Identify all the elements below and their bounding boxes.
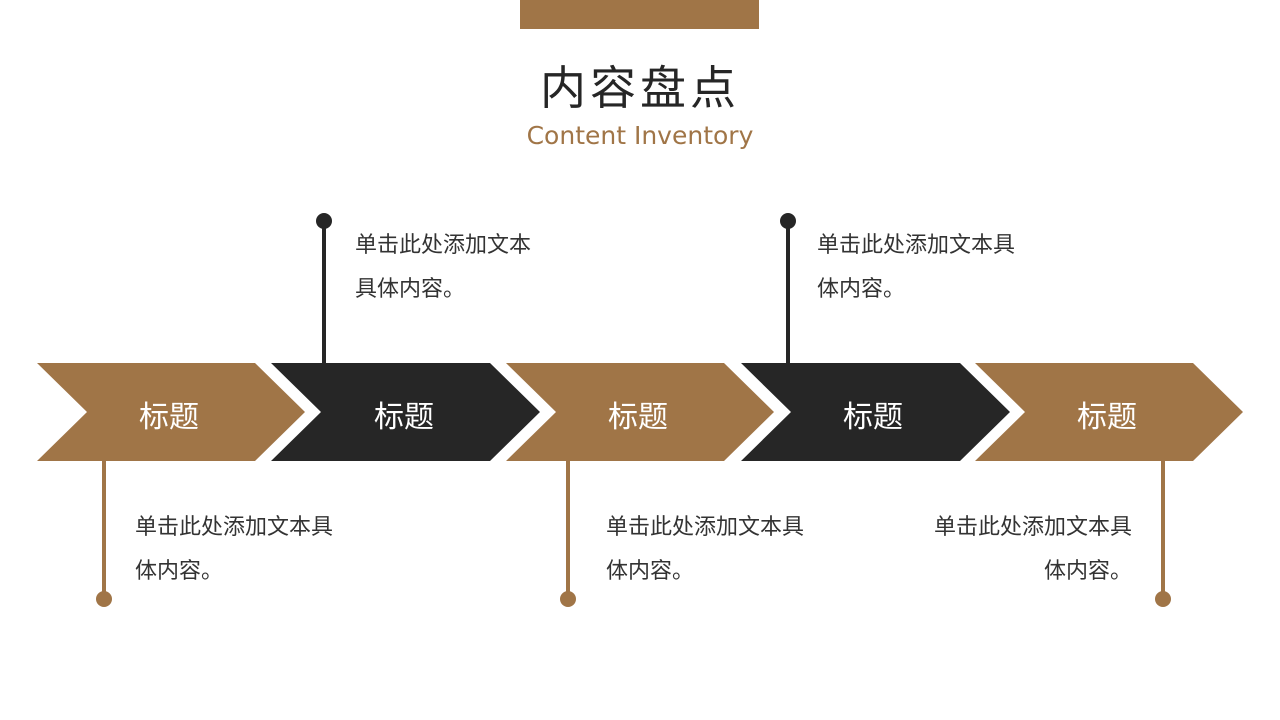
step-2-note-line1: 单击此处添加文本 xyxy=(355,233,532,258)
step-4-label: 标题 xyxy=(843,400,903,435)
step-4-pin-line xyxy=(786,221,790,363)
step-3-note-line2: 体内容。 xyxy=(606,559,695,584)
step-3-note-line1: 单击此处添加文本具 xyxy=(606,515,805,540)
step-1-note: 单击此处添加文本具 体内容。 xyxy=(135,506,333,594)
page-title: 内容盘点 xyxy=(540,61,740,115)
step-5-note-line2: 体内容。 xyxy=(1043,559,1132,584)
step-1-label: 标题 xyxy=(139,400,199,435)
step-4-note: 单击此处添加文本具 体内容。 xyxy=(817,224,1015,312)
chevron-5 xyxy=(975,363,1243,461)
step-1-pin-dot xyxy=(96,591,112,607)
step-3-label: 标题 xyxy=(608,400,668,435)
step-1-note-line1: 单击此处添加文本具 xyxy=(135,515,334,540)
step-4-note-line1: 单击此处添加文本具 xyxy=(817,233,1016,258)
page-subtitle: Content Inventory xyxy=(526,121,754,150)
step-5-pin-dot xyxy=(1155,591,1171,607)
step-1-pin-line xyxy=(102,461,106,599)
step-3-pin-line xyxy=(566,461,570,599)
step-5-note-line1: 单击此处添加文本具 xyxy=(933,515,1132,540)
step-3-note: 单击此处添加文本具 体内容。 xyxy=(606,506,804,594)
step-5-pin-line xyxy=(1161,461,1165,599)
step-4-note-line2: 体内容。 xyxy=(817,277,906,302)
chevron-3 xyxy=(506,363,774,461)
top-accent-bar xyxy=(520,0,759,29)
step-3-pin-dot xyxy=(560,591,576,607)
step-5-note: 单击此处添加文本具 体内容。 xyxy=(900,506,1132,594)
chevron-1 xyxy=(37,363,305,461)
step-5-label: 标题 xyxy=(1077,400,1137,435)
step-1-note-line2: 体内容。 xyxy=(135,559,224,584)
step-4-pin-dot xyxy=(780,213,796,229)
step-2-pin-line xyxy=(322,221,326,363)
step-2-note-line2: 具体内容。 xyxy=(355,277,466,302)
step-2-pin-dot xyxy=(316,213,332,229)
chevron-4 xyxy=(741,363,1010,461)
step-2-note: 单击此处添加文本 具体内容。 xyxy=(355,224,531,312)
chevron-2 xyxy=(271,363,540,461)
step-2-label: 标题 xyxy=(374,400,434,435)
